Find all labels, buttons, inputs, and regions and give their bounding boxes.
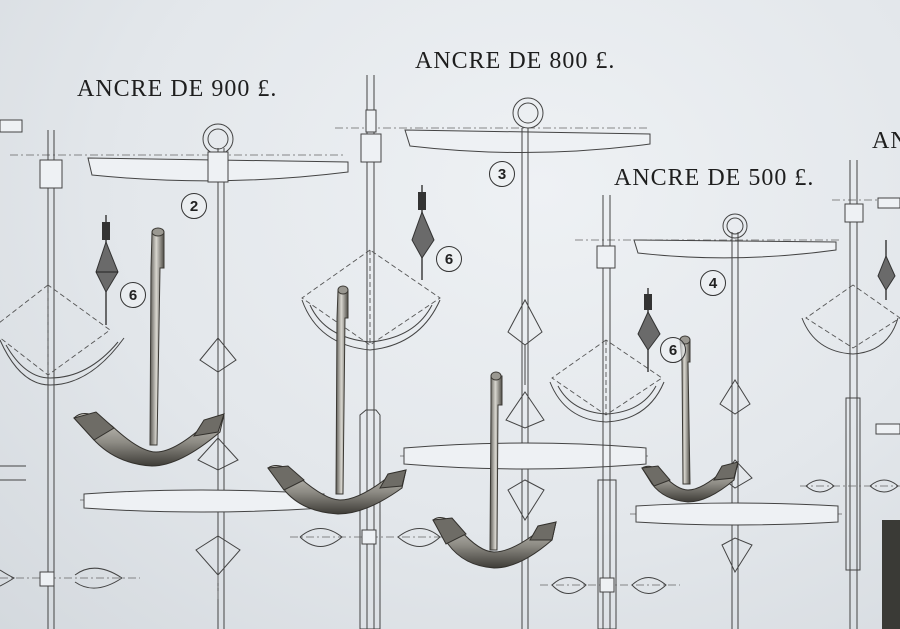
label-number-6-center: 6 [436, 246, 462, 272]
drawing-anchor-partial [800, 160, 900, 629]
label-number-4: 4 [700, 270, 726, 296]
drawing-anchor-500 [540, 195, 842, 629]
title-anchor-partial: AN [872, 128, 900, 154]
title-anchor-900: ANCRE DE 900 £. [77, 76, 278, 102]
buoy-icon [877, 240, 896, 300]
buoy-icon [637, 288, 661, 372]
label-number-2: 2 [181, 193, 207, 219]
drawing-anchor-900 [0, 119, 349, 629]
metal-anchor-3 [432, 371, 557, 569]
buoy-icon [95, 215, 119, 325]
label-number-6-right: 6 [660, 337, 686, 363]
metal-anchor-4 [641, 335, 739, 503]
drawing-anchor-800 [290, 75, 651, 629]
buoy-icon [411, 185, 435, 280]
title-anchor-500: ANCRE DE 500 £. [614, 165, 815, 191]
label-number-6-left: 6 [120, 282, 146, 308]
label-number-3: 3 [489, 161, 515, 187]
title-anchor-800: ANCRE DE 800 £. [415, 48, 616, 74]
metal-anchor-2 [267, 285, 407, 515]
metal-anchor-1 [73, 227, 225, 467]
